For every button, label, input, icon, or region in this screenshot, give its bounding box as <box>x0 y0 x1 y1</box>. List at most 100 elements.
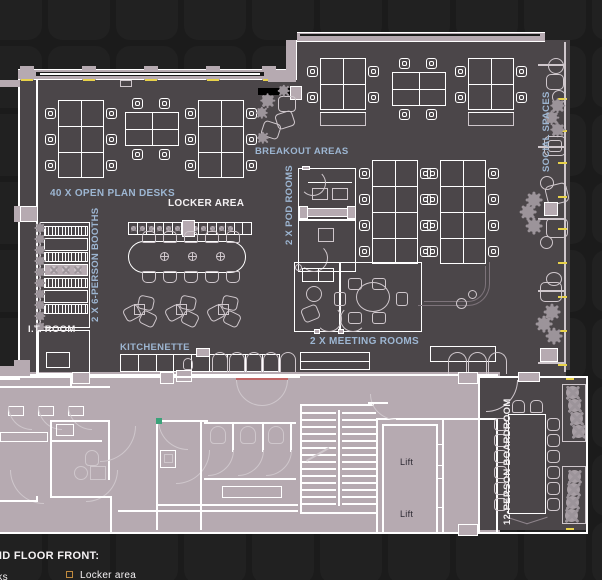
glazing-tick <box>558 196 567 198</box>
desk-cluster-f-divider <box>468 84 514 85</box>
plant-glyph <box>259 92 276 109</box>
port-cross <box>192 252 193 261</box>
booth-bench-stripe <box>45 252 46 262</box>
booth-bench-stripe <box>58 278 60 288</box>
booth-bench-stripe <box>61 304 63 314</box>
wall-top-right <box>295 40 545 42</box>
bench-desk-row-1-chair <box>359 194 370 205</box>
storage-line <box>468 112 514 113</box>
desk-cluster-a-chair <box>106 108 117 119</box>
boardroom-stool <box>567 483 580 496</box>
glazing-jog <box>268 74 296 82</box>
stair-tread <box>342 447 376 449</box>
legend-swatch-locker-area <box>66 571 73 578</box>
lounge-chair <box>546 74 564 90</box>
bench-desk-row-1-chair <box>359 220 370 231</box>
desk-cluster-d-chair <box>368 66 379 77</box>
bench-desk-row-2-chair <box>488 168 499 179</box>
wc-row-wall-b <box>204 478 296 480</box>
desk-cluster-c-chair <box>185 134 196 145</box>
lobby-bench <box>0 432 48 442</box>
booth-bench-stripe <box>71 304 73 314</box>
stair-tread <box>302 496 336 498</box>
breakout-screen <box>258 88 298 95</box>
desk-cluster-c-chair <box>246 108 257 119</box>
canvas-tile <box>592 114 602 176</box>
wc-toilet <box>240 426 256 444</box>
desk-cluster-a-divider <box>58 126 104 127</box>
glazing-fin <box>538 362 564 364</box>
locker-lock <box>148 226 154 231</box>
wc2-cubicle <box>160 450 176 468</box>
plant-glyph <box>525 191 543 209</box>
boardroom-stool <box>568 470 581 483</box>
booth-bench-stripe <box>61 252 63 262</box>
glazing-line-right <box>297 32 545 33</box>
lounge-armchair <box>540 282 562 302</box>
boardroom-wall-left <box>478 376 480 534</box>
booth-bench <box>44 304 88 314</box>
booth-bench-stripe <box>61 278 63 288</box>
glazing-tick <box>558 228 567 230</box>
kitchen-cabinet-divider <box>137 354 139 372</box>
booth-bench-stripe <box>71 278 73 288</box>
booth-bench-stripe <box>45 226 46 236</box>
boardroom-stool <box>568 399 581 412</box>
bench-desk-row-2-divider <box>440 212 486 213</box>
label-it-room: I.T. ROOM <box>28 324 76 335</box>
boardroom-chair <box>530 400 543 413</box>
booth-bench-stripe <box>51 304 53 314</box>
kitchen-arch-seat <box>212 352 228 372</box>
soft-seat-arch <box>448 352 467 374</box>
plant-glyph <box>535 315 553 333</box>
label-booths: 2 X 6-PERSON BOOTHS <box>90 207 101 322</box>
boardroom-chair <box>547 434 560 447</box>
pod-door-swing <box>300 244 328 272</box>
plant-glyph <box>256 131 269 144</box>
wc2-wall-v <box>200 420 202 464</box>
booth-bench-stripe <box>54 226 56 236</box>
pod-table <box>308 182 352 183</box>
boardroom-chair <box>494 482 507 495</box>
wall-bottom-main <box>18 374 498 376</box>
booth-bench-stripe <box>64 278 66 288</box>
corridor-curve <box>418 262 490 306</box>
legend-item-locker-area: Locker area <box>80 570 137 580</box>
booth-bench-stripe <box>68 278 70 288</box>
label-boardroom: 12-PERSON BOARDROOM <box>502 398 513 525</box>
desk-cluster-a-chair <box>45 160 56 171</box>
wall-service-bottom <box>0 532 500 534</box>
boardroom-door-leaf <box>518 372 540 382</box>
jog-line <box>296 42 297 80</box>
lounge-armchair <box>546 218 568 238</box>
plant-glyph <box>549 97 566 114</box>
kitchen-arch-seat <box>280 352 296 372</box>
corridor-bollard <box>468 290 477 299</box>
stair-tread <box>302 482 336 484</box>
stair-tread <box>302 489 336 491</box>
desk-cluster-d-chair <box>368 92 379 103</box>
meeting-chair <box>348 278 362 290</box>
corridor-bollard <box>456 298 467 309</box>
glazing-jog-v <box>286 40 296 80</box>
locker-divider <box>136 222 138 235</box>
kitchen-arch-seat <box>229 352 245 372</box>
glazing-band-left-top <box>0 80 20 87</box>
desk-cluster-f-chair <box>455 92 466 103</box>
oval-chair <box>205 231 219 243</box>
mullion-post <box>20 66 34 80</box>
boardroom-chair <box>547 450 560 463</box>
meeting-chair <box>372 312 386 324</box>
label-social-spaces: SOCIAL SPACES <box>541 91 552 172</box>
meeting-chair <box>396 292 408 306</box>
armchair <box>278 96 296 112</box>
booth-bench-stripe <box>74 304 76 314</box>
wall-service-top <box>0 378 20 380</box>
booth-bench-stripe <box>78 278 79 288</box>
oval-chair <box>163 271 177 283</box>
bench-desk-row-2-chair <box>427 220 438 231</box>
bench-table-line <box>300 361 370 362</box>
oval-chair <box>205 271 219 283</box>
lounge-stool <box>546 272 562 286</box>
lift-door <box>436 478 443 508</box>
